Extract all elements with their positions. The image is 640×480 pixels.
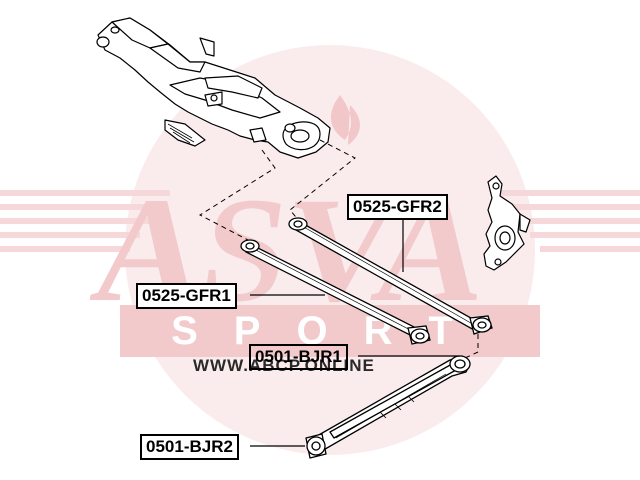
bushing-0525-gfr1-front: [240, 239, 260, 253]
bushing-0525-gfr2-front: [288, 217, 308, 231]
watermark-stripes-left: [0, 190, 170, 252]
leader-lines: [250, 218, 460, 447]
part-label-0501-bjr2: 0501-BJR2: [140, 434, 239, 460]
bushing-0525-gfr2-rear: [469, 315, 493, 335]
bushing-0525-gfr1-rear: [407, 325, 431, 345]
guide-lines: [198, 139, 479, 359]
trailing-arm: [305, 355, 471, 459]
watermark-website: WWW.ABCP.ONLINE: [193, 356, 375, 375]
watermark-sport-bar: [120, 305, 540, 357]
watermark-flame: [330, 95, 360, 145]
watermark-stripes-right: [500, 190, 640, 252]
bushing-0501-bjr1: [449, 355, 471, 373]
rear-crossmember: [96, 17, 331, 159]
watermark-logo: ASVA SPORT: [0, 45, 640, 455]
arm-0525-gfr2: [288, 217, 493, 335]
part-label-0501-bjr1: 0501-BJR1: [249, 344, 348, 370]
arm-0525-gfr1: [240, 239, 431, 345]
part-label-0525-gfr2: 0525-GFR2: [347, 194, 448, 220]
part-label-0525-gfr1: 0525-GFR1: [136, 283, 237, 309]
bushing-0501-bjr2: [305, 433, 327, 459]
rear-knuckle: [483, 175, 531, 271]
